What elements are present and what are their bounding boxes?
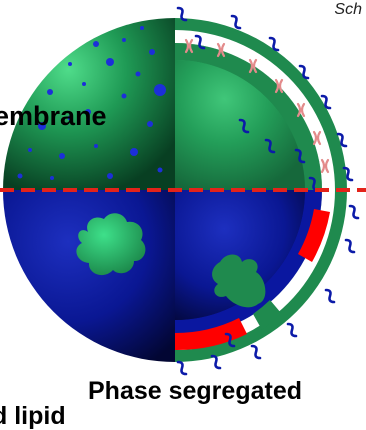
lipid-label-cut: d lipid — [0, 402, 66, 430]
phase-segregated-label: Phase segregated — [88, 377, 302, 405]
scheme-label: Sch — [334, 1, 362, 18]
membrane-schematic — [0, 6, 366, 376]
membrane-label: embrane — [0, 101, 107, 131]
lipid-raft-blob — [76, 213, 146, 276]
lipid-heads — [176, 6, 360, 376]
lipid-tails — [184, 38, 330, 174]
raft-patch — [212, 254, 266, 308]
bilayer-shells — [175, 18, 347, 362]
blue-dots — [17, 26, 166, 180]
